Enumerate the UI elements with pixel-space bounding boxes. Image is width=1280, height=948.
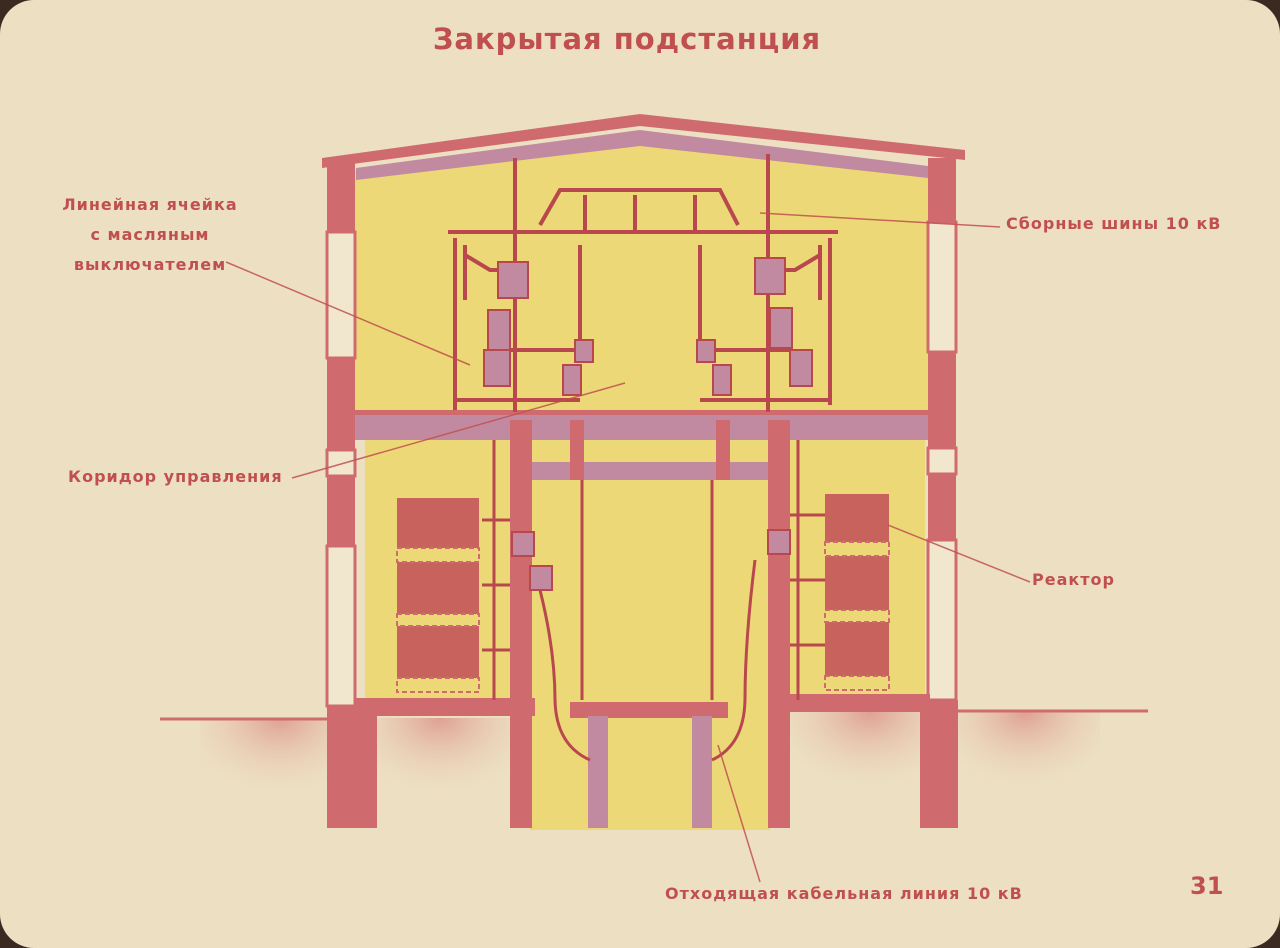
label-cable: Отходящая кабельная линия 10 кВ	[665, 884, 1023, 903]
slide-title: Закрытая подстанция	[432, 22, 822, 56]
label-line-cell-1: Линейная ячейка	[62, 195, 238, 214]
switchgear-units	[483, 257, 813, 591]
label-line-cell-3: выключателем	[73, 255, 227, 274]
page-number: 31	[1190, 872, 1224, 900]
label-line-cell: Линейная ячейка с масляным выключателем	[40, 190, 260, 280]
cables	[482, 440, 825, 762]
floor-slab	[355, 410, 928, 480]
label-busbars: Сборные шины 10 кВ	[1006, 214, 1222, 233]
leader-lines	[225, 212, 1031, 883]
reactors-right	[824, 494, 890, 691]
outer-walls	[325, 158, 958, 828]
label-corridor: Коридор управления	[68, 467, 283, 486]
basement	[355, 420, 930, 828]
label-line-cell-2: с масляным	[90, 225, 210, 244]
switchgear	[448, 154, 838, 412]
label-reactor: Реактор	[1032, 570, 1115, 589]
roof	[322, 114, 965, 180]
reactors-left	[396, 498, 480, 693]
